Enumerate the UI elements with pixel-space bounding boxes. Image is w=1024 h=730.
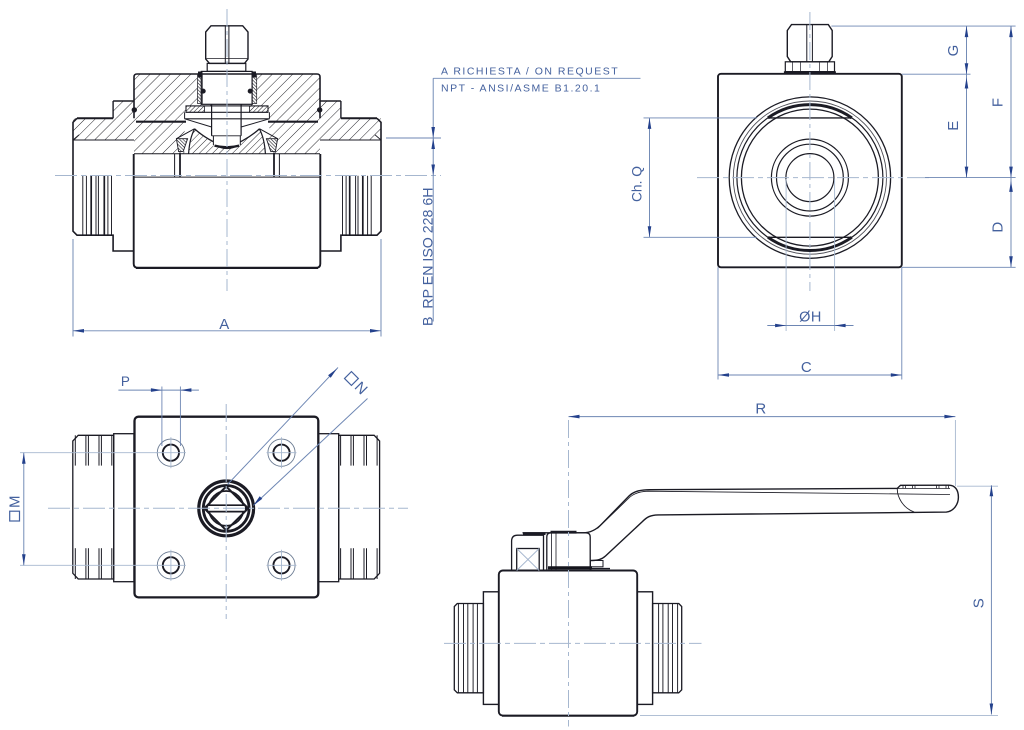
svg-text:F: F (990, 97, 1007, 107)
svg-text:A: A (219, 316, 230, 333)
svg-text:D: D (990, 221, 1007, 232)
svg-text:E: E (945, 120, 962, 131)
svg-text:ØH: ØH (799, 310, 822, 326)
svg-text:N: N (351, 379, 371, 399)
svg-text:P: P (121, 374, 131, 389)
svg-text:R: R (755, 401, 766, 418)
svg-text:B RP EN ISO 228 6H: B RP EN ISO 228 6H (421, 187, 437, 326)
svg-text:A RICHIESTA / ON REQUEST: A RICHIESTA / ON REQUEST (441, 66, 619, 78)
svg-text:M: M (7, 496, 24, 509)
svg-text:C: C (801, 359, 812, 376)
svg-text:NPT - ANSI/ASME B1.20.1: NPT - ANSI/ASME B1.20.1 (441, 83, 601, 95)
svg-text:Ch. Q: Ch. Q (630, 166, 645, 202)
svg-text:S: S (971, 598, 988, 609)
svg-text:G: G (945, 44, 962, 56)
